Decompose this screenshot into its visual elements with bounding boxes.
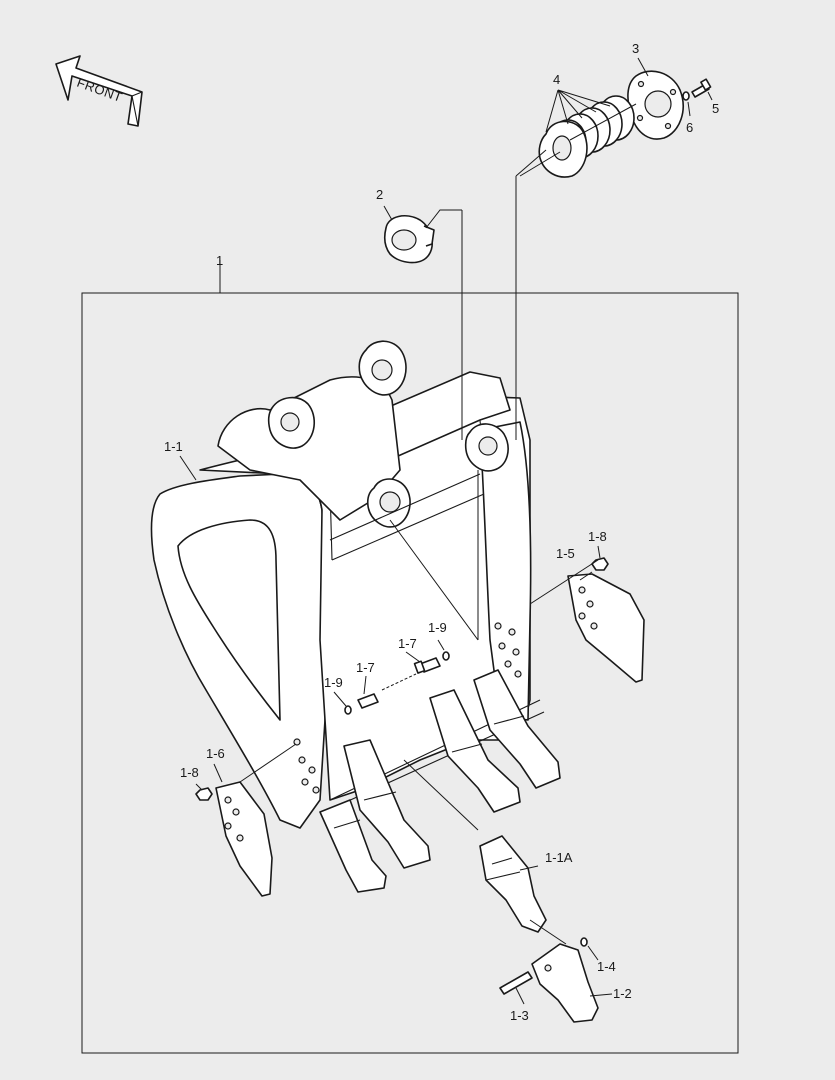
- callout-1: 1: [216, 253, 223, 268]
- washer-part: [682, 91, 690, 101]
- tooth-mounted-2: [343, 739, 431, 869]
- front-arrow-icon: [55, 55, 143, 127]
- tooth-mounted-1: [319, 799, 387, 893]
- callout-5: 5: [712, 101, 719, 116]
- flange-plate-part: [627, 70, 684, 140]
- nut-left-part: [195, 787, 213, 801]
- callout-1-2: 1-2: [613, 986, 632, 1001]
- callout-1-3: 1-3: [510, 1008, 529, 1023]
- callout-3: 3: [632, 41, 639, 56]
- tooth-adapter-part: [479, 835, 547, 933]
- callout-1-5: 1-5: [556, 546, 575, 561]
- assembly-frame: [81, 292, 739, 1054]
- callout-4: 4: [553, 72, 560, 87]
- callout-1-8-left: 1-8: [180, 765, 199, 780]
- side-cutter-right-part: [567, 573, 645, 683]
- shim-stack-part: [538, 95, 635, 178]
- bolt-right-part: [413, 657, 441, 674]
- washer-right-part: [442, 651, 450, 661]
- callout-1-9-right: 1-9: [428, 620, 447, 635]
- bolt-left-part: [357, 693, 379, 709]
- washer-left-part: [344, 705, 352, 715]
- callout-1-7-left: 1-7: [356, 660, 375, 675]
- callout-1-6: 1-6: [206, 746, 225, 761]
- assembly-lines: [179, 57, 713, 1005]
- lock-washer-part: [580, 937, 588, 947]
- side-cutter-left-part: [215, 781, 273, 897]
- pin-part: [499, 971, 533, 995]
- callout-1-9-left: 1-9: [324, 675, 343, 690]
- tooth-mounted-4: [473, 669, 561, 789]
- tooth-mounted-3: [429, 689, 521, 813]
- callout-1-4: 1-4: [597, 959, 616, 974]
- bolt-part: [691, 78, 712, 98]
- callout-2: 2: [376, 187, 383, 202]
- callout-1-7-right: 1-7: [398, 636, 417, 651]
- callout-6: 6: [686, 120, 693, 135]
- nut-right-part: [591, 557, 609, 571]
- callout-1-1: 1-1: [164, 439, 183, 454]
- tooth-point-part: [531, 943, 599, 1023]
- bushing-part: [384, 215, 435, 264]
- callout-1-8-right: 1-8: [588, 529, 607, 544]
- callout-1-1A: 1-1A: [545, 850, 573, 865]
